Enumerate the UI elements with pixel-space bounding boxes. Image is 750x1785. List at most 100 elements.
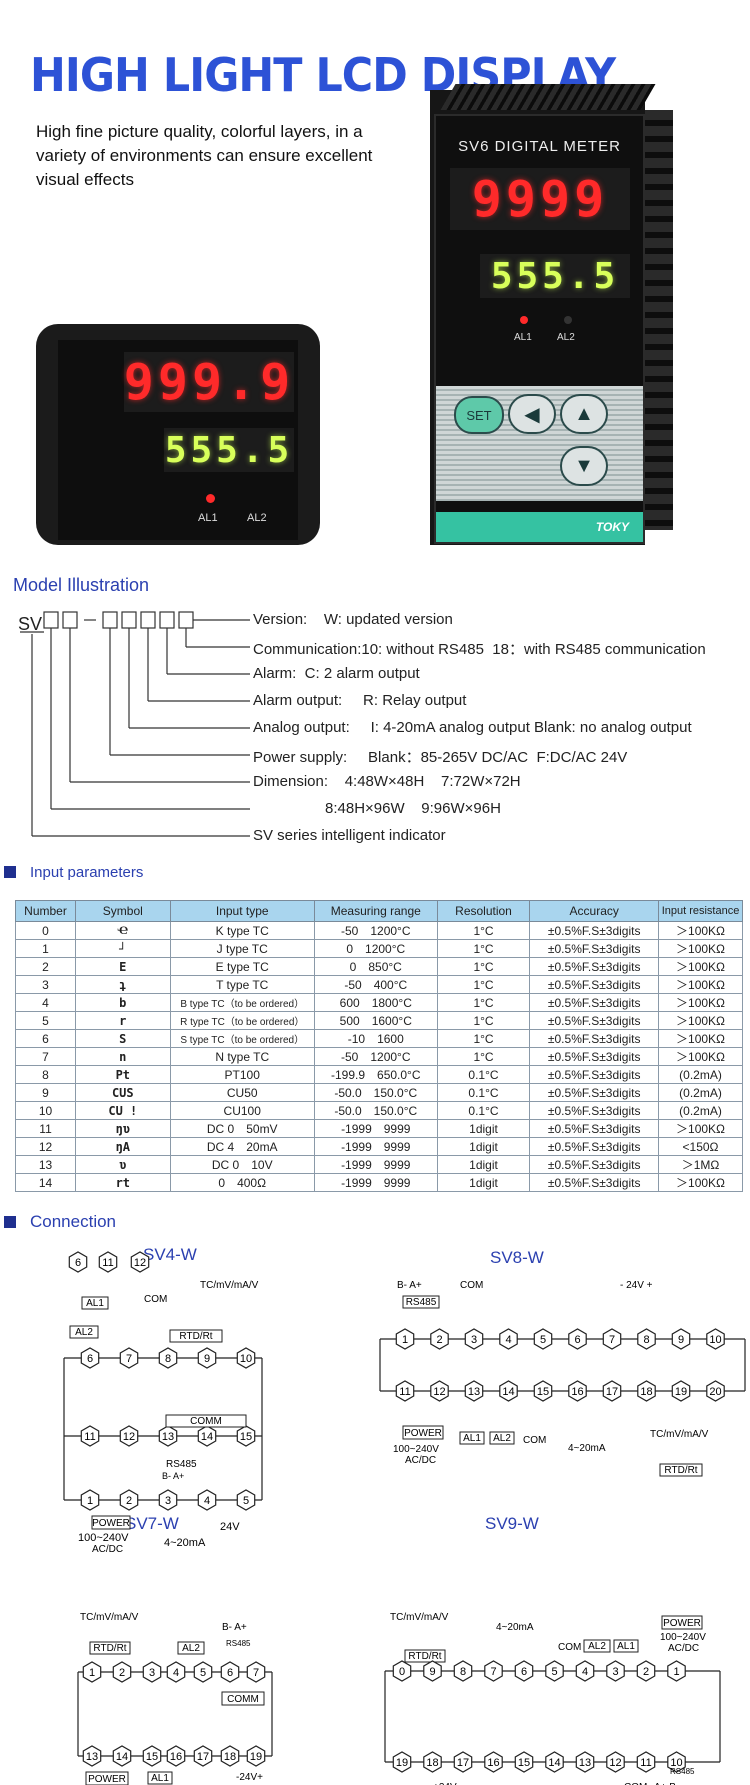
terminal-icon	[514, 1660, 534, 1682]
table-cell: ±0.5%F.S±3digits	[529, 957, 660, 976]
al2-box-text: AL2	[493, 1433, 511, 1444]
meter-title: SV6 DIGITAL METER	[458, 138, 621, 155]
terminal-number: 10	[240, 1353, 252, 1365]
set-button[interactable]: SET	[454, 396, 504, 434]
terminal-number: 13	[579, 1757, 591, 1769]
al1-box	[81, 1296, 109, 1310]
rs485-label: RS485	[166, 1459, 197, 1470]
al2-box-text: AL2	[75, 1327, 93, 1338]
terminal-icon	[119, 1347, 139, 1369]
v24-label: - 24V +	[620, 1280, 653, 1291]
terminal-icon	[119, 1489, 139, 1511]
table-cell: K type TC	[169, 921, 315, 940]
table-cell: 2	[14, 957, 77, 976]
column-header: Input type	[169, 900, 315, 922]
table-cell: 4	[14, 993, 77, 1012]
com-label: COM	[624, 1782, 647, 1785]
acdc-label: AC/DC	[405, 1455, 436, 1466]
display-bezel: 999.9 555.5 AL1 AL2	[58, 340, 298, 540]
table-cell: N type TC	[169, 1047, 315, 1066]
meter-device: SV6 DIGITAL METER 9999 555.5 AL1 AL2 SET…	[430, 84, 673, 545]
terminal-icon	[82, 1745, 102, 1767]
model-illustration-heading: Model Illustration	[13, 575, 150, 595]
model-code-diagram	[20, 611, 250, 837]
table-cell: ±0.5%F.S±3digits	[529, 1137, 660, 1156]
al2-box	[489, 1431, 515, 1445]
table-cell: rt	[75, 1173, 171, 1192]
terminal-icon	[706, 1328, 725, 1350]
terminal-number: 12	[433, 1386, 445, 1398]
acdc-label: AC/DC	[92, 1544, 123, 1555]
terminal-icon	[637, 1328, 656, 1350]
terminal-number: 15	[537, 1386, 549, 1398]
table-cell: Ҽ	[75, 921, 171, 940]
terminal-number: 9	[204, 1353, 210, 1365]
ab-label: A+ B-	[654, 1782, 679, 1785]
al2-box	[583, 1639, 611, 1653]
terminal-number: 12	[609, 1757, 621, 1769]
down-arrow-button[interactable]: ▼	[560, 446, 608, 486]
column-header: Number	[14, 900, 77, 922]
ab-label: B- A+	[162, 1471, 184, 1481]
table-cell: ±0.5%F.S±3digits	[529, 1047, 660, 1066]
terminal-number: 16	[170, 1751, 182, 1763]
hero-description: High fine picture quality, colorful laye…	[36, 122, 373, 189]
terminal-icon	[158, 1489, 178, 1511]
rtd-box-text: RTD/Rt	[93, 1643, 126, 1654]
section-bullet-icon	[4, 1216, 16, 1228]
com-label: COM	[460, 1280, 483, 1291]
table-cell: B type TC（to be ordered）	[169, 993, 315, 1012]
terminal-icon	[80, 1489, 100, 1511]
table-cell: ±0.5%F.S±3digits	[529, 993, 660, 1012]
sv-display: 555.5	[480, 254, 630, 298]
terminal-icon	[430, 1328, 449, 1350]
power-box	[85, 1771, 129, 1785]
terminal-icon	[464, 1328, 484, 1350]
up-arrow-button[interactable]: ▲	[560, 394, 608, 434]
al2-box-text: AL2	[588, 1641, 606, 1652]
model-line-version: Version: W: updated version	[253, 611, 453, 628]
table-cell: S	[75, 1029, 171, 1048]
table-cell: 1°C	[436, 939, 531, 958]
table-cell: ＞100KΩ	[658, 1029, 743, 1048]
terminal-icon	[464, 1380, 484, 1402]
table-cell: ŋʋ	[75, 1119, 171, 1138]
terminal-icon	[606, 1751, 625, 1773]
table-cell: S type TC（to be ordered）	[169, 1029, 315, 1048]
terminal-number: 5	[551, 1666, 557, 1678]
table-cell: 14	[14, 1173, 77, 1192]
closeup-al2-label: AL2	[247, 512, 267, 524]
left-arrow-button[interactable]: ◀	[508, 394, 556, 434]
terminal-number: 10	[670, 1757, 682, 1769]
table-cell: ＞100KΩ	[658, 975, 743, 994]
table-cell: ±0.5%F.S±3digits	[529, 1155, 660, 1174]
al1-box	[459, 1431, 485, 1445]
power-box-text: POWER	[92, 1518, 130, 1529]
terminal-icon	[166, 1745, 186, 1767]
table-cell: ＞100KΩ	[658, 1011, 743, 1030]
model-line-series: SV series intelligent indicator	[253, 827, 446, 844]
terminal-number: 5	[200, 1667, 206, 1679]
terminal-icon	[236, 1425, 256, 1447]
terminal-number: 14	[502, 1386, 514, 1398]
al2-led-icon	[564, 316, 572, 324]
terminal-number: 12	[134, 1257, 146, 1269]
terminal-number: 0	[399, 1666, 405, 1678]
brand-bar: TOKY	[436, 512, 643, 542]
terminal-icon	[499, 1328, 518, 1350]
al2-label: AL2	[557, 332, 575, 343]
terminal-number: 11	[640, 1757, 651, 1769]
table-cell: ±0.5%F.S±3digits	[529, 1083, 660, 1102]
table-cell: ＞100KΩ	[658, 1119, 743, 1138]
al1-box	[147, 1771, 173, 1785]
brand-logo: TOKY	[595, 520, 629, 534]
terminal-icon	[671, 1328, 691, 1350]
terminal-icon	[637, 1380, 656, 1402]
rs485-box-text: RS485	[406, 1297, 437, 1308]
terminal-number: 11	[84, 1431, 95, 1443]
table-cell: 8	[14, 1065, 77, 1084]
terminal-icon	[142, 1745, 162, 1767]
